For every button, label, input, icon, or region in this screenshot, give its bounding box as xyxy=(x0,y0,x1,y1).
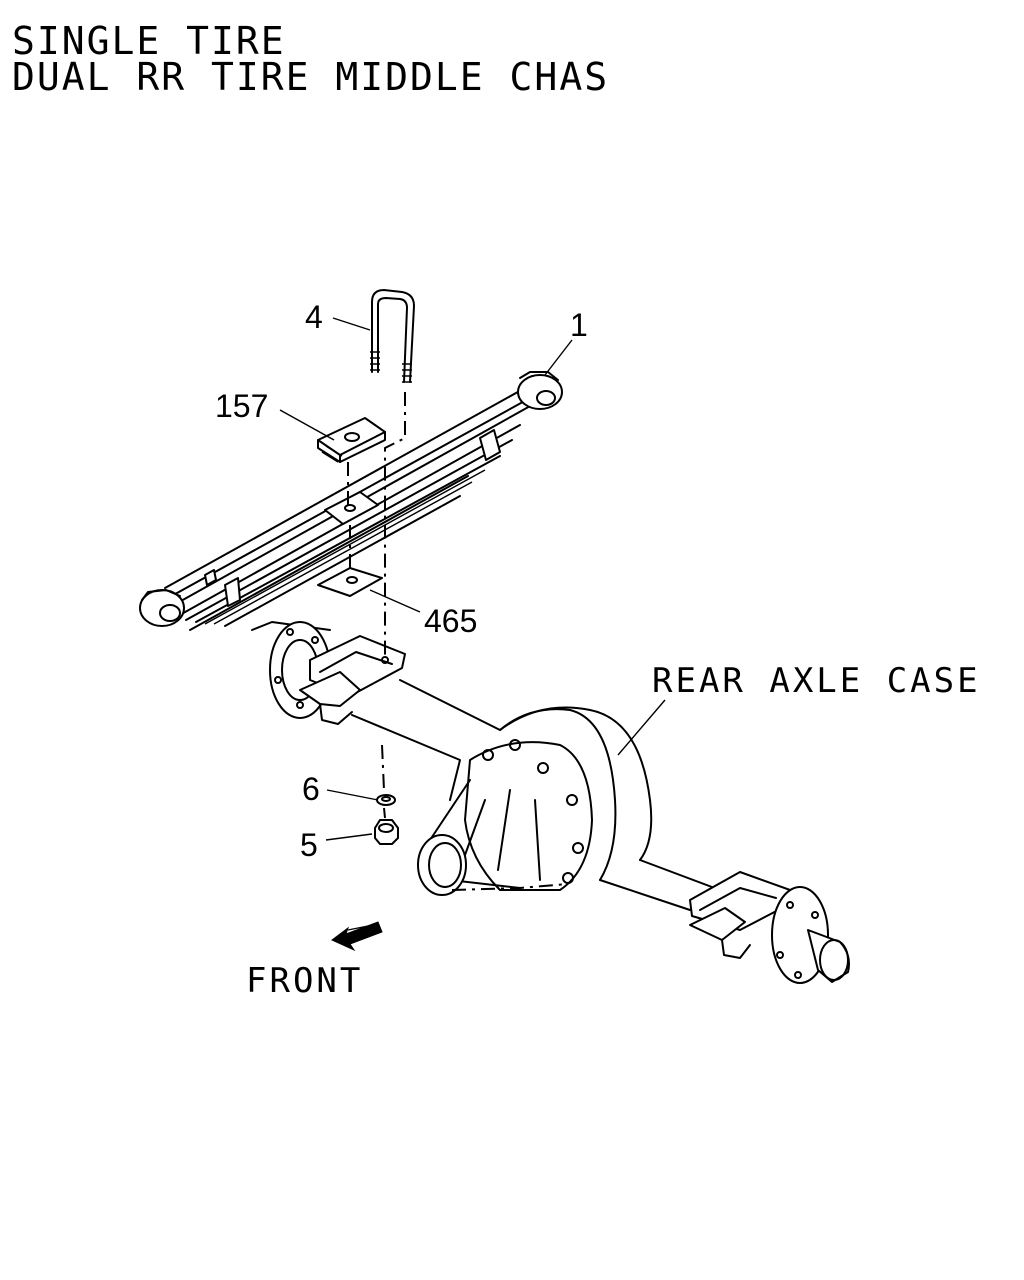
callout-clip-plate-157: 157 xyxy=(215,388,268,424)
u-bolt-drawing xyxy=(370,289,415,383)
title-line-2: DUAL RR TIRE MIDDLE CHAS xyxy=(12,55,609,99)
spacer-plate-drawing xyxy=(317,567,383,597)
callout-spring-1: 1 xyxy=(570,307,588,343)
assembly-center-lines xyxy=(347,392,569,891)
callout-u-bolt-4: 4 xyxy=(305,299,323,335)
nut-drawing xyxy=(374,819,399,845)
callout-spacer-plate-465: 465 xyxy=(424,603,477,639)
callout-washer-6: 6 xyxy=(302,771,320,807)
arrow-front-icon xyxy=(331,921,383,952)
callout-nut-5: 5 xyxy=(300,827,318,863)
front-direction-indicator: FRONT xyxy=(246,921,383,1001)
callout-leaders xyxy=(279,317,666,841)
front-label: FRONT xyxy=(246,961,363,1001)
washer-drawing xyxy=(376,794,396,806)
rear-axle-case-drawing xyxy=(251,621,850,984)
diagram-title: SINGLE TIRE DUAL RR TIRE MIDDLE CHAS xyxy=(12,19,609,99)
clip-plate-drawing xyxy=(317,417,386,463)
title-line-1: SINGLE TIRE xyxy=(12,19,286,63)
leaf-spring-drawing xyxy=(139,371,563,631)
assembly-label-rear-axle-case: REAR AXLE CASE xyxy=(652,661,981,701)
